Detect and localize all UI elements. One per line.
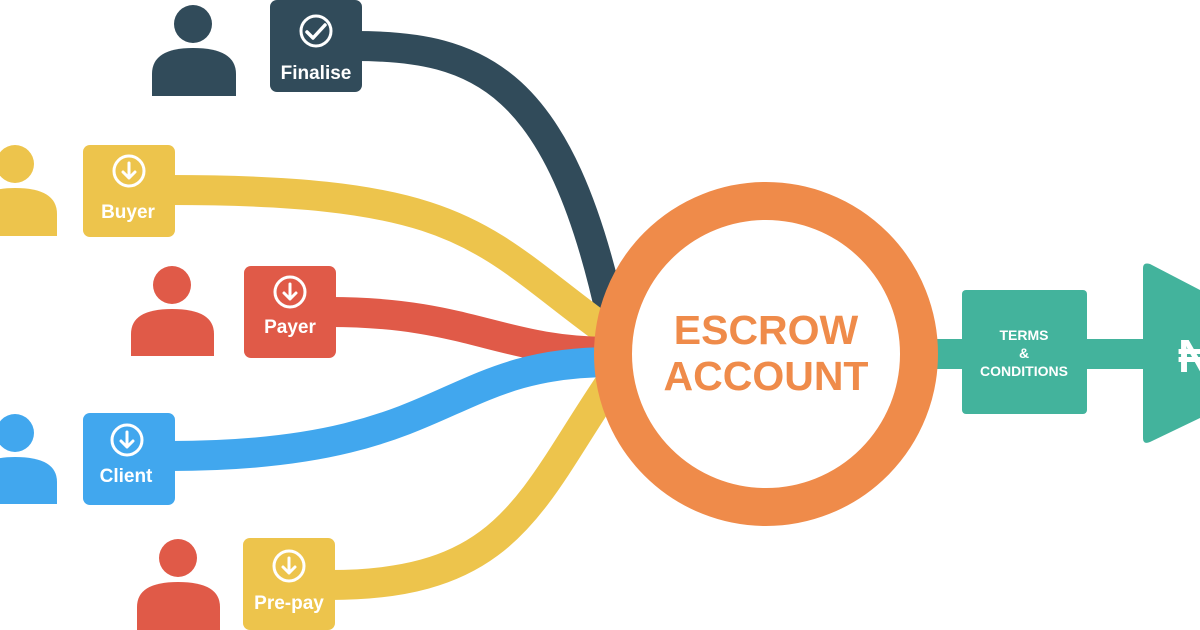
terms-conditions-box: TERMS & CONDITIONS [962, 290, 1087, 414]
person-body-icon [0, 457, 57, 504]
connector-client [169, 347, 613, 471]
connector-finalise [354, 31, 627, 324]
person-body-icon [131, 309, 214, 356]
escrow-title-line1: ESCROW [674, 307, 859, 353]
naira-symbol: ₦ [1178, 330, 1200, 382]
download-arrow-icon [110, 423, 144, 457]
arrow-head-icon [1143, 263, 1200, 443]
node-label: Payer [264, 317, 316, 338]
connector-prepay [329, 371, 625, 600]
node-label: Pre-pay [254, 593, 324, 614]
escrow-title-line2: ACCOUNT [664, 353, 869, 399]
terms-line3: CONDITIONS [980, 363, 1068, 379]
node-label: Finalise [281, 63, 352, 84]
node-client: Client [83, 413, 175, 505]
node-label: Buyer [101, 202, 155, 223]
terms-line1: TERMS [1000, 327, 1049, 343]
person-head-icon [174, 5, 212, 43]
escrow-account-hub: ESCROW ACCOUNT [594, 182, 938, 526]
download-arrow-icon [112, 154, 146, 188]
download-arrow-icon [273, 275, 307, 309]
escrow-ring [594, 182, 938, 526]
person-head-icon [153, 266, 191, 304]
person-client [0, 414, 57, 504]
person-prepay [137, 539, 220, 630]
node-label: Client [100, 466, 153, 487]
node-payer: Payer [244, 266, 336, 358]
person-finalise [152, 5, 236, 96]
person-head-icon [0, 414, 34, 452]
node-buyer: Buyer [83, 145, 175, 237]
payout-arrow: ₦ [1143, 263, 1200, 443]
person-body-icon [137, 582, 220, 630]
person-head-icon [0, 145, 34, 183]
node-finalise: Finalise [270, 0, 362, 92]
person-payer [131, 266, 214, 356]
terms-line2: & [1019, 345, 1029, 361]
check-icon [299, 14, 333, 48]
person-head-icon [159, 539, 197, 577]
download-arrow-icon [272, 549, 306, 583]
node-prepay: Pre-pay [243, 538, 335, 630]
connector-buyer [169, 175, 621, 348]
person-buyer [0, 145, 57, 236]
person-body-icon [152, 48, 236, 96]
person-body-icon [0, 188, 57, 236]
